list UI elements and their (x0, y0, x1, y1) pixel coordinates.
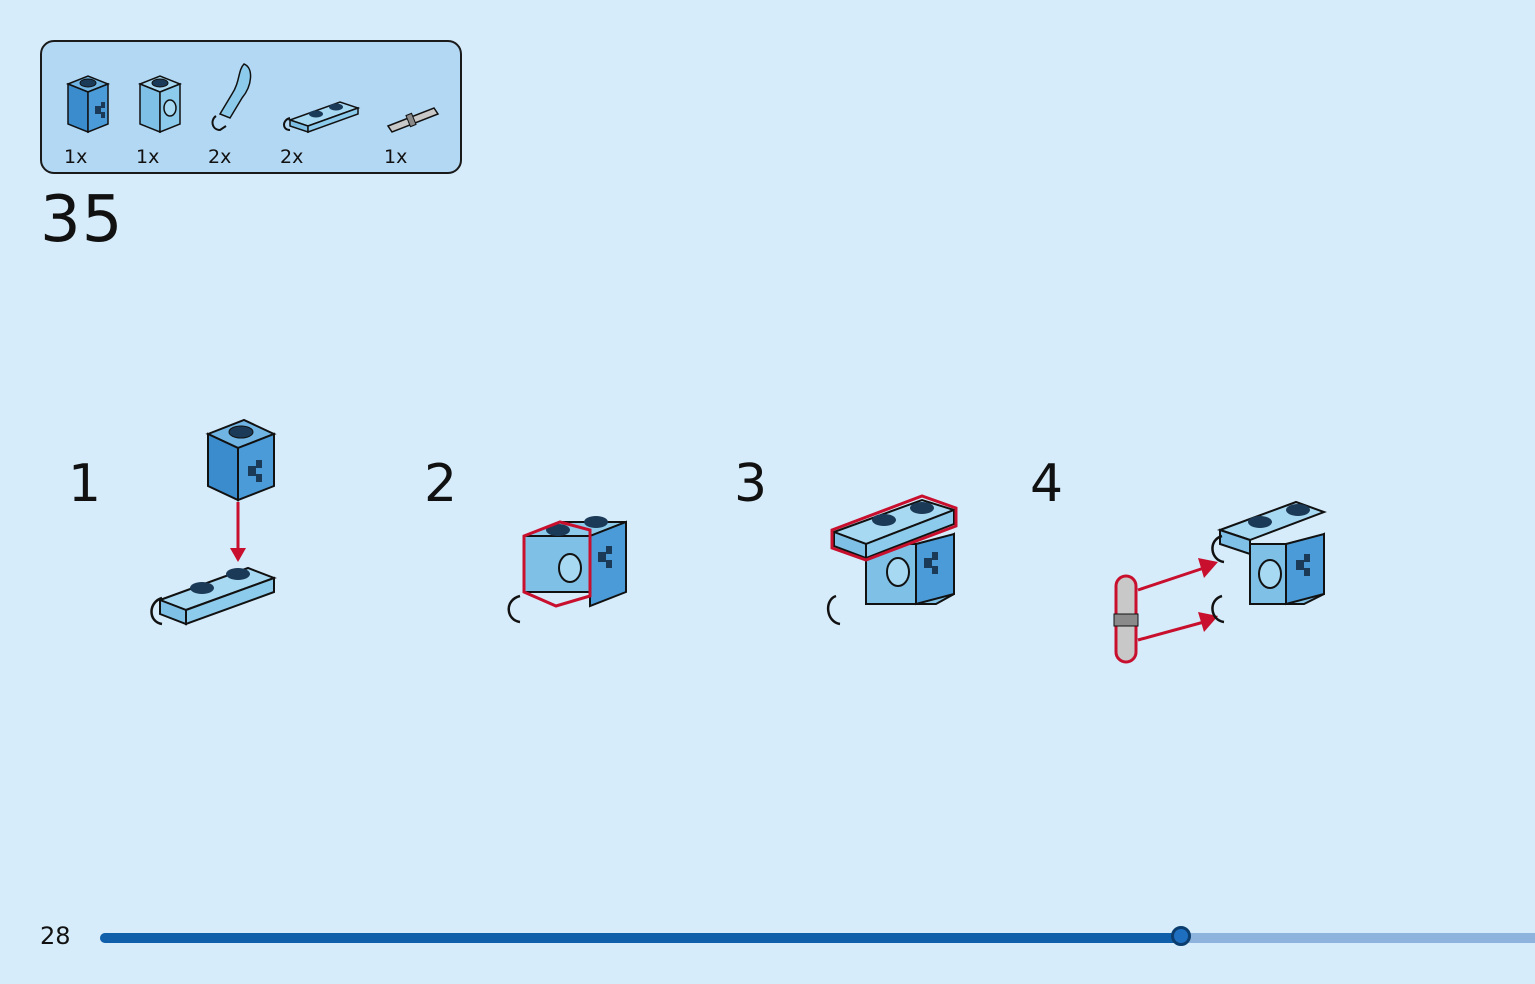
step-number: 35 (40, 183, 124, 257)
sub-step-2-illustration (507, 516, 627, 624)
plate-1x2-with-clip-icon (283, 101, 361, 134)
part-item: 1x (64, 56, 144, 168)
part-item: 2x (280, 56, 361, 168)
part-item: 1x (136, 56, 216, 168)
part-item: 1x (384, 56, 464, 168)
sub-step-4-illustration (1113, 500, 1327, 664)
progress-bar-fill (100, 933, 1181, 943)
sub-step-number: 2 (424, 454, 458, 514)
sub-step-number: 3 (734, 454, 768, 514)
page-number: 28 (40, 922, 71, 950)
part-quantity: 2x (280, 146, 304, 168)
curved-arm-clip-icon (211, 63, 252, 132)
sub-step-number: 1 (68, 454, 102, 514)
part-quantity: 2x (208, 146, 232, 168)
progress-bar (100, 926, 1535, 946)
technic-pin-icon (386, 107, 440, 133)
sub-step-3-illustration (827, 494, 958, 626)
parts-list-box: 1x 1x 2x 2x 1x (40, 40, 462, 174)
part-quantity: 1x (384, 146, 408, 168)
technic-brick-1x1-axle-hole-icon (65, 75, 111, 134)
part-item: 2x (208, 56, 288, 168)
sub-step-1-illustration (150, 418, 277, 626)
part-quantity: 1x (136, 146, 160, 168)
progress-marker (1170, 926, 1191, 946)
technic-brick-1x1-pin-hole-icon (137, 75, 183, 134)
sub-step-number: 4 (1030, 454, 1064, 514)
part-quantity: 1x (64, 146, 88, 168)
